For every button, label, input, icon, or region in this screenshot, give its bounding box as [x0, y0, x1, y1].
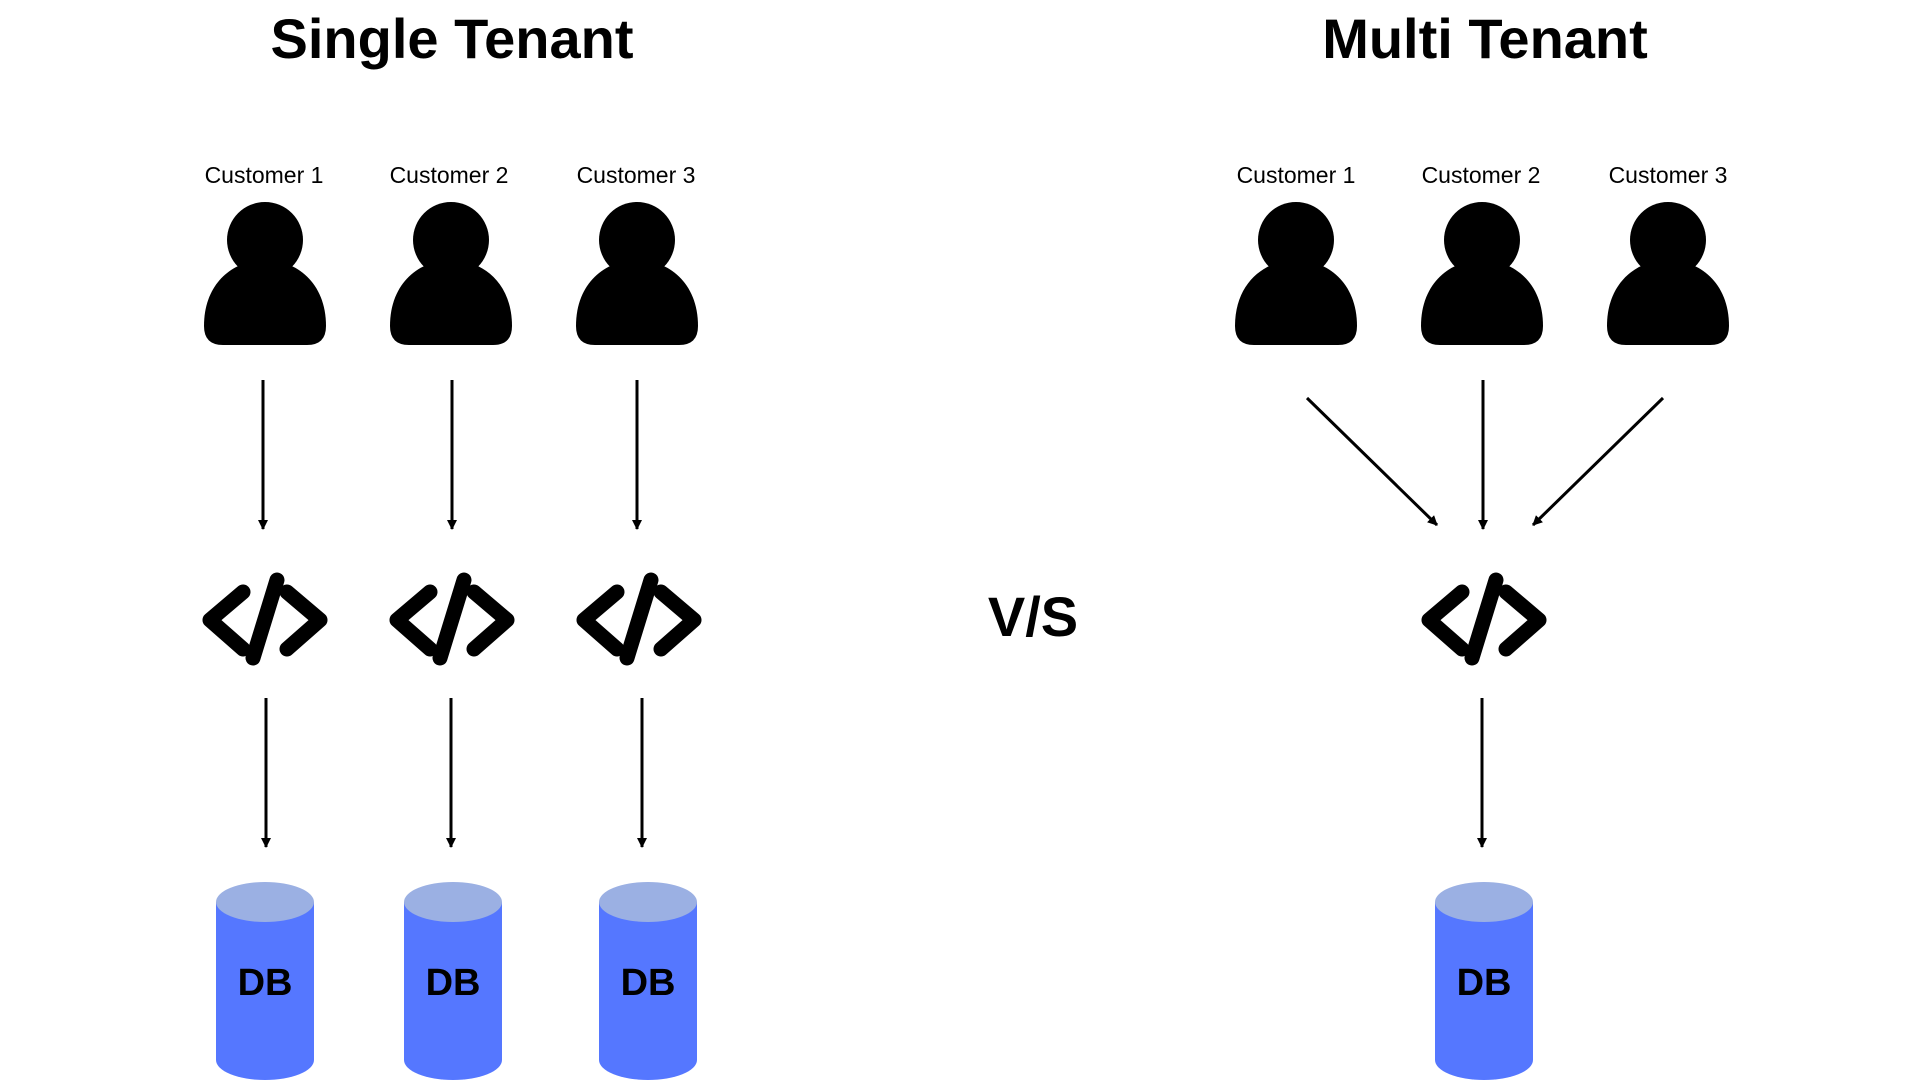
database-cylinder: DB — [216, 882, 314, 1080]
single-tenant-customer-2: Customer 2 — [390, 162, 512, 345]
person-icon — [1607, 202, 1729, 345]
multi-tenant-panel: Multi Tenant Customer 1 Customer 2 Custo… — [1235, 7, 1729, 1080]
database-cylinder: DB — [1435, 882, 1533, 1080]
multi-tenant-customer-3: Customer 3 — [1607, 162, 1729, 345]
single-customer-2-label: Customer 2 — [390, 162, 509, 188]
single-customer-3-label: Customer 3 — [577, 162, 696, 188]
single-tenant-customer-3: Customer 3 — [576, 162, 698, 345]
database-label: DB — [1457, 962, 1512, 1004]
single-tenant-customer-1: Customer 1 — [204, 162, 326, 345]
multi-tenant-customer-2: Customer 2 — [1421, 162, 1543, 345]
arrow-multi-customer-3-to-code — [1531, 396, 1665, 527]
database-cylinder: DB — [404, 882, 502, 1080]
person-icon — [390, 202, 512, 345]
multi-tenant-customer-1: Customer 1 — [1235, 162, 1357, 345]
multi-tenant-title: Multi Tenant — [1322, 7, 1648, 70]
multi-customer-2-label: Customer 2 — [1422, 162, 1541, 188]
person-icon — [1235, 202, 1357, 345]
single-tenant-title: Single Tenant — [271, 7, 634, 70]
single-customer-1-label: Customer 1 — [205, 162, 324, 188]
code-brackets-icon — [389, 572, 515, 666]
single-tenant-panel: Single Tenant Customer 1 Customer 2 Cust… — [202, 7, 702, 1080]
person-icon — [576, 202, 698, 345]
database-cylinder: DB — [599, 882, 697, 1080]
database-label: DB — [238, 962, 293, 1004]
code-brackets-icon — [576, 572, 702, 666]
arrow-multi-customer-1-to-code — [1305, 396, 1439, 527]
person-icon — [1421, 202, 1543, 345]
database-label: DB — [426, 962, 481, 1004]
versus-label: V/S — [988, 585, 1078, 648]
code-brackets-icon — [1421, 572, 1547, 666]
multi-customer-1-label: Customer 1 — [1237, 162, 1356, 188]
multi-customer-3-label: Customer 3 — [1609, 162, 1728, 188]
database-label: DB — [621, 962, 676, 1004]
code-brackets-icon — [202, 572, 328, 666]
person-icon — [204, 202, 326, 345]
